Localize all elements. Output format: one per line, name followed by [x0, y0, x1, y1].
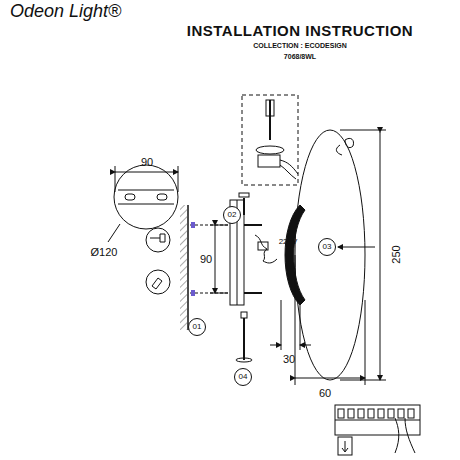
callout-number: 04	[239, 373, 248, 381]
breaker-switch	[358, 409, 364, 418]
dimension: 60	[319, 388, 331, 399]
breaker-switch	[368, 409, 374, 418]
breaker-switch	[408, 409, 414, 418]
voltage-label: 220V	[279, 238, 298, 246]
breaker-switch	[388, 409, 394, 418]
collection-name: COLLECTION : ECODESIGN	[253, 42, 347, 49]
dimension: 250	[390, 245, 401, 263]
callout-circle: 01	[188, 318, 206, 336]
callout-number: 03	[323, 243, 332, 251]
model-number: 7068/8WL	[284, 53, 316, 60]
callout-circle: 04	[234, 368, 252, 386]
breaker-switch	[348, 409, 354, 418]
dimension: 30	[283, 354, 295, 365]
title: INSTALLATION INSTRUCTION	[187, 23, 413, 38]
callout-circle: 02	[223, 206, 241, 224]
brand-logo: Odeon Light®	[10, 2, 121, 20]
breaker-switch	[398, 409, 404, 418]
callout-number: 01	[193, 323, 202, 331]
dimension: Ø120	[91, 247, 118, 258]
dimension: 90	[141, 157, 153, 168]
breaker-switch	[378, 409, 384, 418]
dimension: 90	[200, 254, 212, 265]
callout-number: 02	[228, 211, 237, 219]
breaker-switch	[338, 409, 344, 418]
callout-circle: 03	[318, 238, 336, 256]
